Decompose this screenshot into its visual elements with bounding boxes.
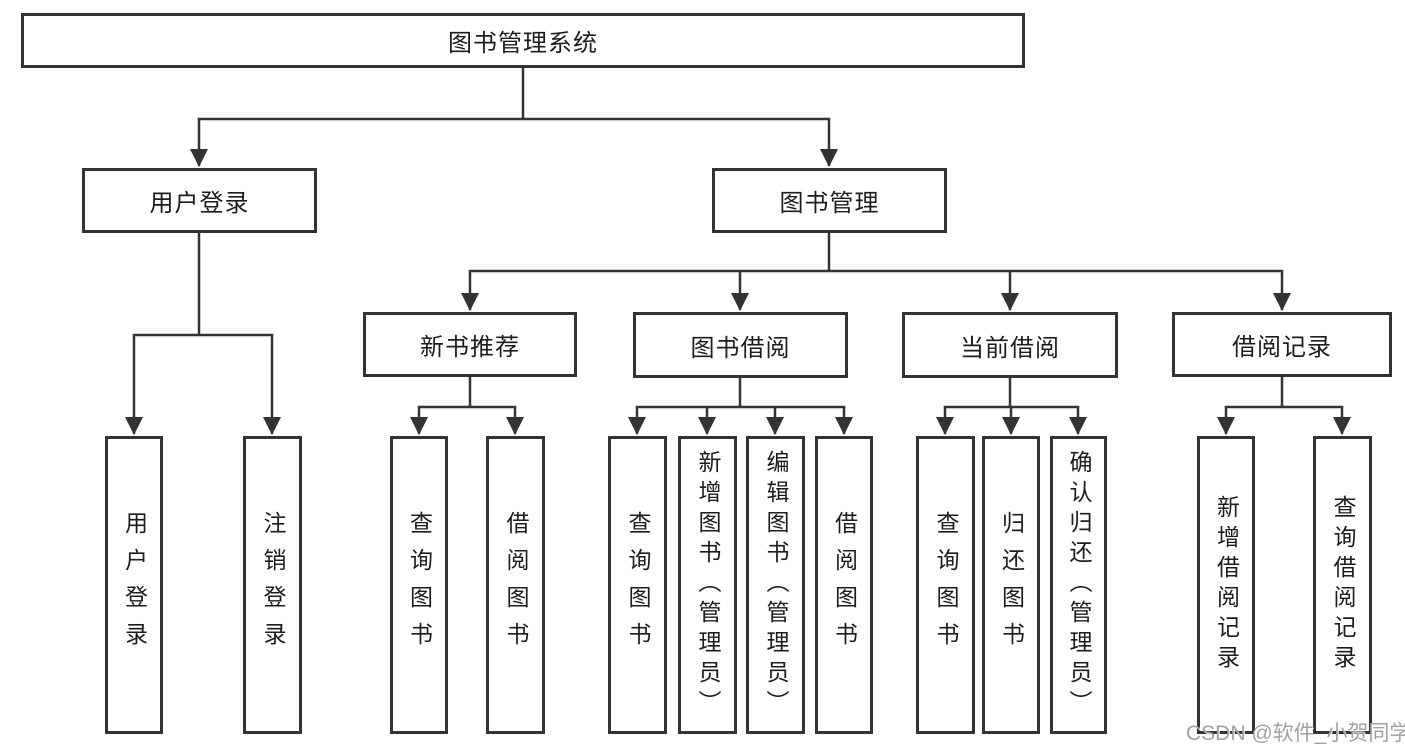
leaf-query-borrow-record: 查询借阅记录 bbox=[1313, 436, 1372, 734]
node-label: 新书推荐 bbox=[420, 334, 520, 361]
node-label: 新增借阅记录 bbox=[1213, 495, 1240, 675]
node-label: 用户登录 bbox=[121, 511, 148, 659]
node-user-login: 用户登录 bbox=[82, 168, 317, 233]
node-label: 查询借阅记录 bbox=[1330, 495, 1356, 675]
leaf-query-books-1: 查询图书 bbox=[390, 436, 448, 734]
leaf-query-books-3: 查询图书 bbox=[916, 436, 975, 734]
leaf-add-book-admin: 新增图书（管理员） bbox=[678, 436, 737, 734]
node-label: 查询图书 bbox=[933, 511, 959, 659]
connector-elbows bbox=[132, 66, 1344, 409]
leaf-return-book: 归还图书 bbox=[982, 436, 1040, 734]
node-current-borrow: 当前借阅 bbox=[902, 312, 1118, 378]
node-label: 注销登录 bbox=[260, 511, 286, 659]
node-new-book-recommend: 新书推荐 bbox=[363, 312, 577, 377]
node-label: 查询图书 bbox=[625, 511, 651, 659]
node-label: 图书借阅 bbox=[690, 334, 791, 362]
node-label: 用户登录 bbox=[149, 190, 250, 217]
node-label: 图书管理系统 bbox=[448, 30, 598, 57]
leaf-add-borrow-record: 新增借阅记录 bbox=[1197, 436, 1255, 734]
node-label: 借阅记录 bbox=[1232, 334, 1332, 361]
node-root: 图书管理系统 bbox=[21, 13, 1025, 68]
leaf-query-books-2: 查询图书 bbox=[608, 436, 667, 734]
leaf-edit-book-admin: 编辑图书（管理员） bbox=[746, 436, 805, 734]
node-label: 新增图书（管理员） bbox=[695, 450, 721, 720]
node-label: 借阅图书 bbox=[831, 511, 858, 659]
node-label: 借阅图书 bbox=[503, 511, 529, 659]
node-label: 查询图书 bbox=[406, 511, 433, 659]
node-borrow-records: 借阅记录 bbox=[1172, 312, 1392, 377]
node-book-management: 图书管理 bbox=[712, 168, 947, 233]
node-label: 归还图书 bbox=[998, 511, 1025, 659]
node-book-borrow: 图书借阅 bbox=[633, 312, 848, 378]
watermark: CSDN @软件_小贺同学 bbox=[1186, 722, 1405, 745]
node-label: 编辑图书（管理员） bbox=[763, 450, 789, 720]
leaf-confirm-return-admin: 确认归还（管理员） bbox=[1050, 436, 1107, 734]
leaf-borrow-books-2: 借阅图书 bbox=[815, 436, 873, 734]
leaf-user-login: 用户登录 bbox=[105, 436, 163, 734]
leaf-logout: 注销登录 bbox=[243, 436, 302, 734]
leaf-borrow-books-1: 借阅图书 bbox=[486, 436, 545, 734]
node-label: 当前借阅 bbox=[960, 334, 1060, 362]
node-label: 图书管理 bbox=[779, 190, 880, 217]
node-label: 确认归还（管理员） bbox=[1066, 450, 1092, 720]
